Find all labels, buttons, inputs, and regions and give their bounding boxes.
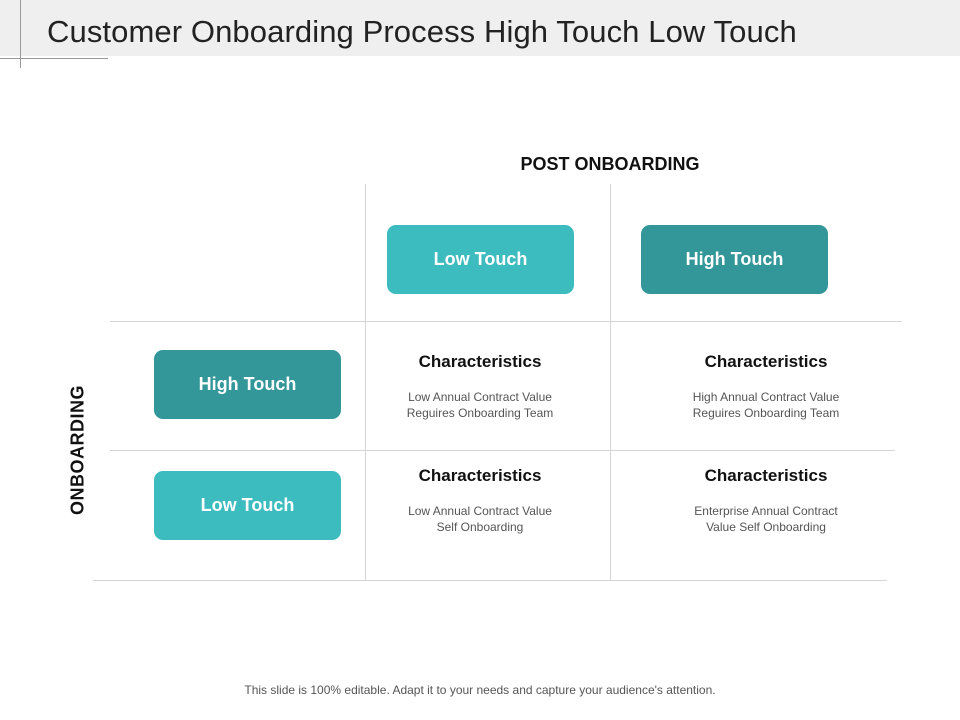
row-box-low-touch: Low Touch: [154, 471, 341, 540]
cell-line: Low Annual Contract Value: [408, 504, 552, 518]
column-box-low-touch: Low Touch: [387, 225, 574, 294]
cell-title: Characteristics: [418, 352, 542, 371]
title-bar: [0, 0, 960, 56]
grid-line-vertical-2: [610, 184, 611, 580]
cell-title: Characteristics: [418, 466, 542, 485]
cell-line: High Annual Contract Value: [692, 390, 840, 404]
cell-low-touch-low-touch: Characteristics Low Annual Contract Valu…: [355, 466, 605, 535]
cell-low-touch-high-touch: Characteristics Enterprise Annual Contra…: [641, 466, 891, 535]
cell-description: Low Annual Contract Value Reguires Onboa…: [355, 389, 605, 421]
cell-title: Characteristics: [704, 352, 828, 371]
cell-description: Enterprise Annual Contract Value Self On…: [641, 503, 891, 535]
cell-description: Low Annual Contract Value Self Onboardin…: [355, 503, 605, 535]
cell-high-touch-low-touch: Characteristics Low Annual Contract Valu…: [355, 352, 605, 421]
cell-line: Enterprise Annual Contract: [694, 504, 838, 518]
post-onboarding-header: POST ONBOARDING: [520, 154, 700, 174]
corner-line-horizontal: [0, 58, 108, 59]
footer-note: This slide is 100% editable. Adapt it to…: [244, 683, 716, 697]
grid-line-vertical-1: [365, 184, 366, 580]
cell-line: Reguires Onboarding Team: [692, 406, 840, 420]
cell-title: Characteristics: [704, 466, 828, 485]
onboarding-header: ONBOARDING: [67, 385, 88, 515]
corner-line-vertical: [20, 0, 21, 68]
cell-line: Reguires Onboarding Team: [406, 406, 554, 420]
cell-high-touch-high-touch: Characteristics High Annual Contract Val…: [641, 352, 891, 421]
row-box-high-touch: High Touch: [154, 350, 341, 419]
grid-line-horizontal-3: [93, 580, 887, 581]
grid-line-horizontal-1: [110, 321, 902, 322]
cell-line: Self Onboarding: [436, 520, 524, 534]
cell-line: Value Self Onboarding: [706, 520, 826, 534]
cell-line: Low Annual Contract Value: [408, 390, 552, 404]
grid-line-horizontal-2: [110, 450, 895, 451]
column-box-high-touch: High Touch: [641, 225, 828, 294]
cell-description: High Annual Contract Value Reguires Onbo…: [641, 389, 891, 421]
slide-title: Customer Onboarding Process High Touch L…: [47, 14, 797, 49]
